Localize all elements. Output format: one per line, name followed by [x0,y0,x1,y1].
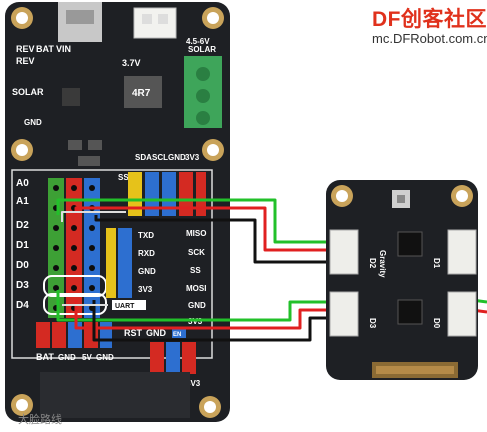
label-rev: REV [16,44,35,54]
module-body [326,180,478,380]
spi-label-mosi: MOSI [186,284,206,293]
wire-red-bottom [74,300,332,330]
wire-red-top [74,206,332,252]
spi-label-ss: SS [190,266,201,275]
pin-label-d1: D1 [16,240,29,251]
pin-label-a0: A0 [16,178,29,189]
connector-d1 [447,229,477,275]
pin-header-frame [11,169,213,359]
wire-black-top [94,215,332,264]
gravity-module: D2 D1 D3 D0 Gravity [326,180,478,380]
label-solar: SOLAR [12,87,44,97]
sensor-chip-bottom [397,299,423,325]
module-label-gravity: Gravity [378,250,387,278]
spi-label-miso: MISO [186,229,206,238]
bottom-label-gnd: GND [58,353,76,362]
pin-label-a1: A1 [16,196,29,207]
site-url: mc.DFRobot.com.cn [372,31,487,46]
connector-d3 [329,291,359,337]
module-label-d3: D3 [368,318,377,329]
bottom-chip [40,372,190,418]
inductor [124,76,162,108]
label-gnd-top: GND [24,118,42,127]
battery-connector [133,7,177,39]
aux-header [150,342,196,374]
wire-white-top [61,211,126,222]
uart-label: UART [115,303,135,310]
wire-black-bottom [92,300,332,342]
pin-label-d2: D2 [16,220,29,231]
module-label-d0: D0 [432,318,441,329]
label-solar-right: SOLAR [188,45,216,54]
bottom-label-5v: 5V [82,353,92,362]
inductor-label: 4R7 [132,88,151,99]
uart-label-gnd: GND [138,267,156,276]
pin-label-sda: SDA [135,153,152,162]
module-label-d1: D1 [432,258,441,269]
footer-watermark: 大脸路线 [18,414,62,426]
brand-prefix: DF [372,8,401,31]
uart-header [106,228,132,298]
pin-label-d3: D3 [16,280,29,291]
label-rst: RST [124,328,143,338]
label-rev-2: REV [16,56,35,66]
controller-board: REV BAT VIN REV SOLAR GND SOLAR 4.5-6V 4… [5,2,230,422]
battery-voltage-label: 3.7V [122,58,141,68]
label-vin: VIN [56,44,71,54]
uart-label-txd: TXD [138,231,154,240]
pin-label-d0: D0 [16,260,29,271]
wire-green-bottom [56,290,332,322]
connector-d2 [329,229,359,275]
label-en: EN [173,332,181,338]
pin-label-3v3-top: 3V3 [185,153,200,162]
connector-d0 [447,291,477,337]
power-header [36,322,112,348]
spi-label-sck: SCK [188,248,205,257]
brand-suffix: 创客社区 [401,8,487,31]
pin-label-ss-top: SS [118,173,129,182]
module-label-d2: D2 [368,258,377,269]
pin-label-d4: D4 [16,300,29,311]
label-bat: BAT [36,44,54,54]
i2c-header [128,172,206,216]
bottom-label-gnd-2: GND [96,353,114,362]
wire-green-top [56,198,332,244]
label-voltage-range: 4.5-6V [186,37,210,46]
spi-label-gnd: GND [188,301,206,310]
pin-label-scl: SCL [152,153,168,162]
brand-logo: DF创客社区 [372,3,487,33]
sensor-chip-top [397,231,423,257]
bottom-label-bat: BAT [36,352,54,362]
chip-small [62,88,80,106]
uart-label-rxd: RXD [138,249,155,258]
label-gnd-rst: GND [146,328,167,338]
pin-label-gnd-top: GND [168,153,186,162]
uart-label-3v3: 3V3 [138,285,153,294]
